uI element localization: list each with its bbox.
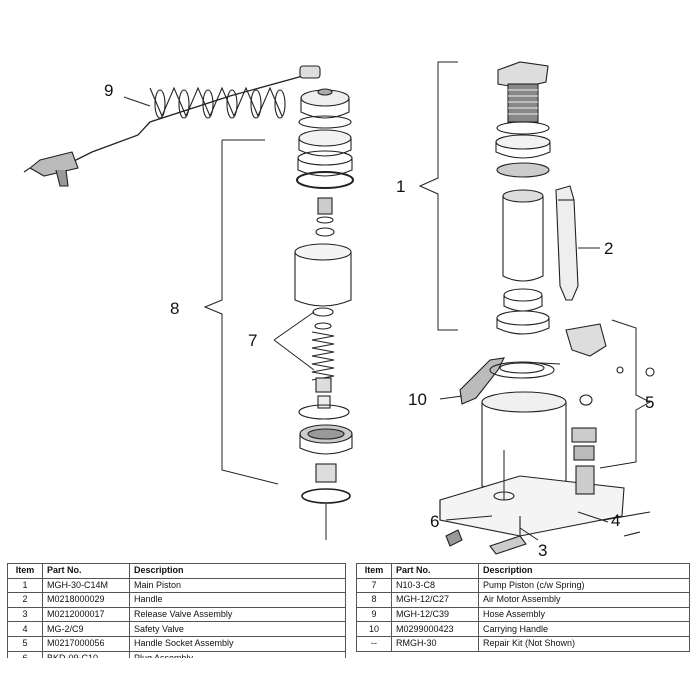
- cell-item: 5: [7, 635, 43, 652]
- main-piston-stack-drawing: [495, 61, 551, 335]
- cell-item: 6: [7, 650, 43, 658]
- callout-9: 9: [104, 81, 113, 100]
- cell-item: --: [356, 635, 392, 652]
- callout-7: 7: [248, 331, 257, 350]
- air-motor-stack-drawing: [294, 88, 354, 540]
- cell-desc: Handle Socket Assembly: [129, 635, 346, 652]
- cell-item: 10: [356, 621, 392, 637]
- cell-desc: Safety Valve: [129, 621, 346, 637]
- cell-item: 7: [356, 577, 392, 594]
- cell-part: MGH-12/C39: [391, 606, 479, 623]
- cell-desc: Hose Assembly: [478, 606, 690, 623]
- callout-1: 1: [396, 177, 405, 196]
- exploded-parts-diagram: 9 1 2 8 7 10 5 6 4 3: [23, 61, 655, 560]
- col-part-header: Part No.: [42, 563, 130, 579]
- cell-desc: Repair Kit (Not Shown): [478, 635, 690, 652]
- cell-item: 3: [7, 606, 43, 623]
- col-desc-header: Description: [478, 563, 690, 579]
- cell-part: M0212000017: [42, 606, 130, 623]
- handle-drawing: [555, 185, 600, 301]
- cell-part: N10-3-C8: [391, 577, 479, 594]
- cell-item: 8: [356, 592, 392, 608]
- cell-part: MGH-12/C27: [391, 592, 479, 608]
- cell-desc: Carrying Handle: [478, 621, 690, 637]
- cell-part: M0217000056: [42, 635, 130, 652]
- col-item-header: Item: [7, 563, 43, 579]
- callout-10: 10: [408, 390, 427, 409]
- cell-item: 2: [7, 592, 43, 608]
- callout-6: 6: [430, 512, 439, 531]
- cell-part: M0218000029: [42, 592, 130, 608]
- cell-desc: Handle: [129, 592, 346, 608]
- cell-item: 4: [7, 621, 43, 637]
- callout-2: 2: [604, 239, 613, 258]
- cell-item: 9: [356, 606, 392, 623]
- jack-body-drawing: [439, 323, 655, 555]
- cell-desc: Main Piston: [129, 577, 346, 594]
- callout-4: 4: [611, 511, 620, 530]
- cell-part: MG-2/C9: [42, 621, 130, 637]
- hose-assembly-drawing: [23, 65, 321, 187]
- cell-item: 1: [7, 577, 43, 594]
- col-part-header: Part No.: [391, 563, 479, 579]
- cell-desc: Air Motor Assembly: [478, 592, 690, 608]
- cell-part: RMGH-30: [391, 635, 479, 652]
- col-item-header: Item: [356, 563, 392, 579]
- callout-5: 5: [645, 393, 654, 412]
- col-desc-header: Description: [129, 563, 346, 579]
- cell-part: M0299000423: [391, 621, 479, 637]
- cell-desc: Plug Assembly: [129, 650, 346, 658]
- table-header-row: Item Part No. Description: [7, 563, 346, 579]
- cell-part: MGH-30-C14M: [42, 577, 130, 594]
- cell-desc: Release Valve Assembly: [129, 606, 346, 623]
- table-header-row: Item Part No. Description: [356, 563, 690, 579]
- cell-desc: Pump Piston (c/w Spring): [478, 577, 690, 594]
- cell-part: BKD-09-C10: [42, 650, 130, 658]
- callout-8: 8: [170, 299, 179, 318]
- callout-3: 3: [538, 541, 547, 560]
